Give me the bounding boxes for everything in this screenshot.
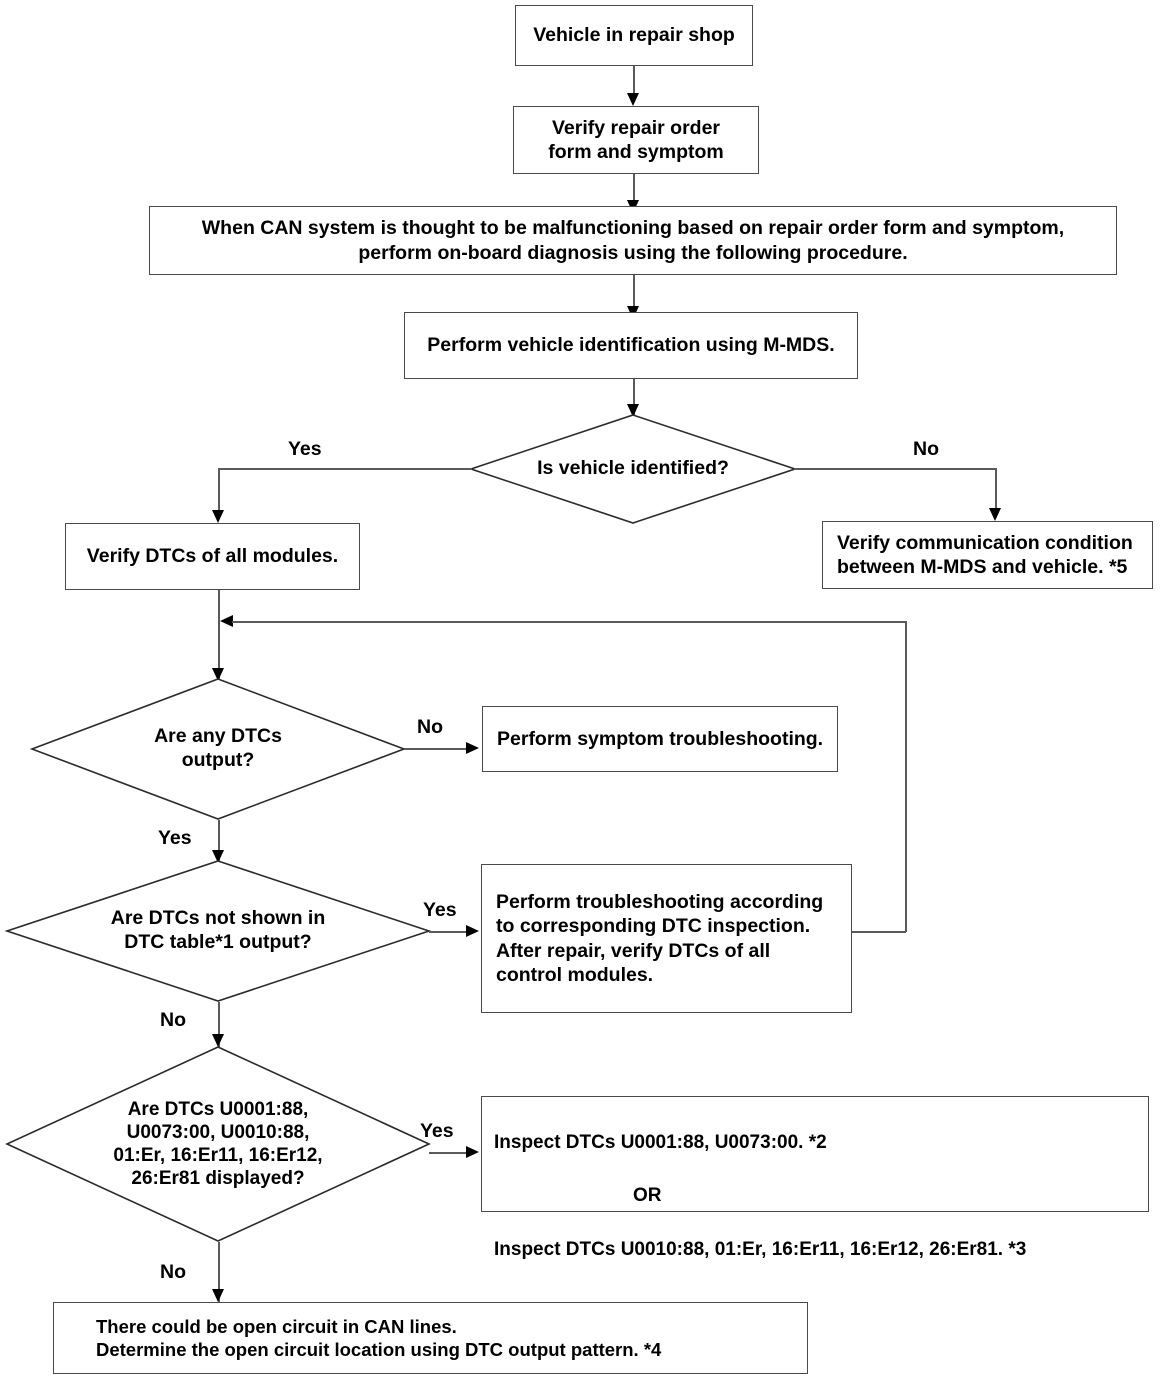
connector-loopback-horizontal	[232, 621, 907, 623]
arrowhead-down-decision1-yes	[212, 510, 224, 523]
arrowhead-down-verify-dtcs-to-decision2	[212, 668, 224, 681]
edge-label-identified-no: No	[913, 438, 939, 460]
connector-decision4-yes	[429, 1152, 468, 1154]
connector-loopback-from-perform-ts	[851, 931, 906, 933]
arrowhead-right-decision3-yes	[466, 925, 479, 937]
inspect-dtcs-line-2: Inspect DTCs U0010:88, 01:Er, 16:Er11, 1…	[494, 1238, 1027, 1260]
connector-can-note-to-vehicle-id	[633, 275, 635, 312]
node-vehicle-in-repair-shop: Vehicle in repair shop	[515, 5, 753, 66]
arrowhead-down-vehicle-id-to-decision1	[627, 404, 639, 417]
connector-verify-ro-to-can-note	[633, 174, 635, 206]
node-open-circuit-can-lines: There could be open circuit in CAN lines…	[53, 1302, 808, 1374]
node-perform-troubleshooting: Perform troubleshooting according to cor…	[481, 864, 852, 1013]
connector-decision3-yes	[429, 931, 468, 933]
connector-decision1-no-horizontal	[794, 468, 996, 470]
edge-label-any-dtcs-no: No	[417, 716, 443, 738]
node-verify-communication-condition: Verify communication condition between M…	[822, 521, 1153, 589]
arrowhead-right-decision4-yes	[466, 1146, 479, 1158]
node-can-system-note: When CAN system is thought to be malfunc…	[149, 206, 1117, 275]
node-perform-vehicle-identification: Perform vehicle identification using M-M…	[404, 312, 858, 379]
connector-decision3-no	[218, 1002, 220, 1048]
connector-decision2-yes	[218, 820, 220, 862]
node-verify-repair-order: Verify repair order form and symptom	[513, 106, 759, 174]
edge-label-any-dtcs-yes: Yes	[158, 827, 192, 849]
decision-dtcs-not-in-table: Are DTCs not shown in DTC table*1 output…	[4, 860, 432, 1002]
edge-label-dtc-list-yes: Yes	[420, 1120, 454, 1142]
node-inspect-dtcs: Inspect DTCs U0001:88, U0073:00. *2 OR I…	[481, 1096, 1149, 1260]
connector-decision1-yes-horizontal	[218, 468, 472, 470]
arrowhead-down-decision1-no	[989, 508, 1001, 521]
arrowhead-down-start-to-verify-ro	[627, 93, 639, 106]
node-verify-dtcs-all-modules: Verify DTCs of all modules.	[65, 523, 360, 590]
connector-loopback-vertical	[905, 621, 907, 932]
connector-start-to-verify-ro	[633, 66, 635, 99]
decision-dtc-list-displayed: Are DTCs U0001:88, U0073:00, U0010:88, 0…	[5, 1046, 431, 1242]
decision-are-any-dtcs-output: Are any DTCs output?	[29, 678, 407, 820]
arrowhead-right-decision2-no	[466, 742, 479, 754]
edge-label-not-in-table-no: No	[160, 1009, 186, 1031]
arrowhead-left-loopback-merge	[220, 615, 233, 627]
connector-decision4-no	[218, 1242, 220, 1302]
arrowhead-down-decision3-no	[212, 1034, 224, 1047]
decision-is-vehicle-identified: Is vehicle identified?	[468, 414, 798, 524]
connector-decision1-no-vertical	[995, 468, 997, 514]
edge-label-not-in-table-yes: Yes	[423, 899, 457, 921]
inspect-dtcs-or: OR	[633, 1185, 662, 1207]
connector-decision1-yes-vertical	[218, 468, 220, 515]
node-perform-symptom-troubleshooting: Perform symptom troubleshooting.	[482, 706, 838, 772]
edge-label-identified-yes: Yes	[288, 438, 322, 460]
connector-verify-dtcs-to-decision2	[218, 590, 220, 680]
arrowhead-down-decision4-no	[212, 1289, 224, 1302]
arrowhead-down-decision2-yes	[212, 850, 224, 863]
edge-label-dtc-list-no: No	[160, 1261, 186, 1283]
inspect-dtcs-line-1: Inspect DTCs U0001:88, U0073:00. *2	[494, 1131, 827, 1153]
connector-decision2-no	[404, 748, 468, 750]
connector-vehicle-id-to-decision1	[633, 379, 635, 416]
